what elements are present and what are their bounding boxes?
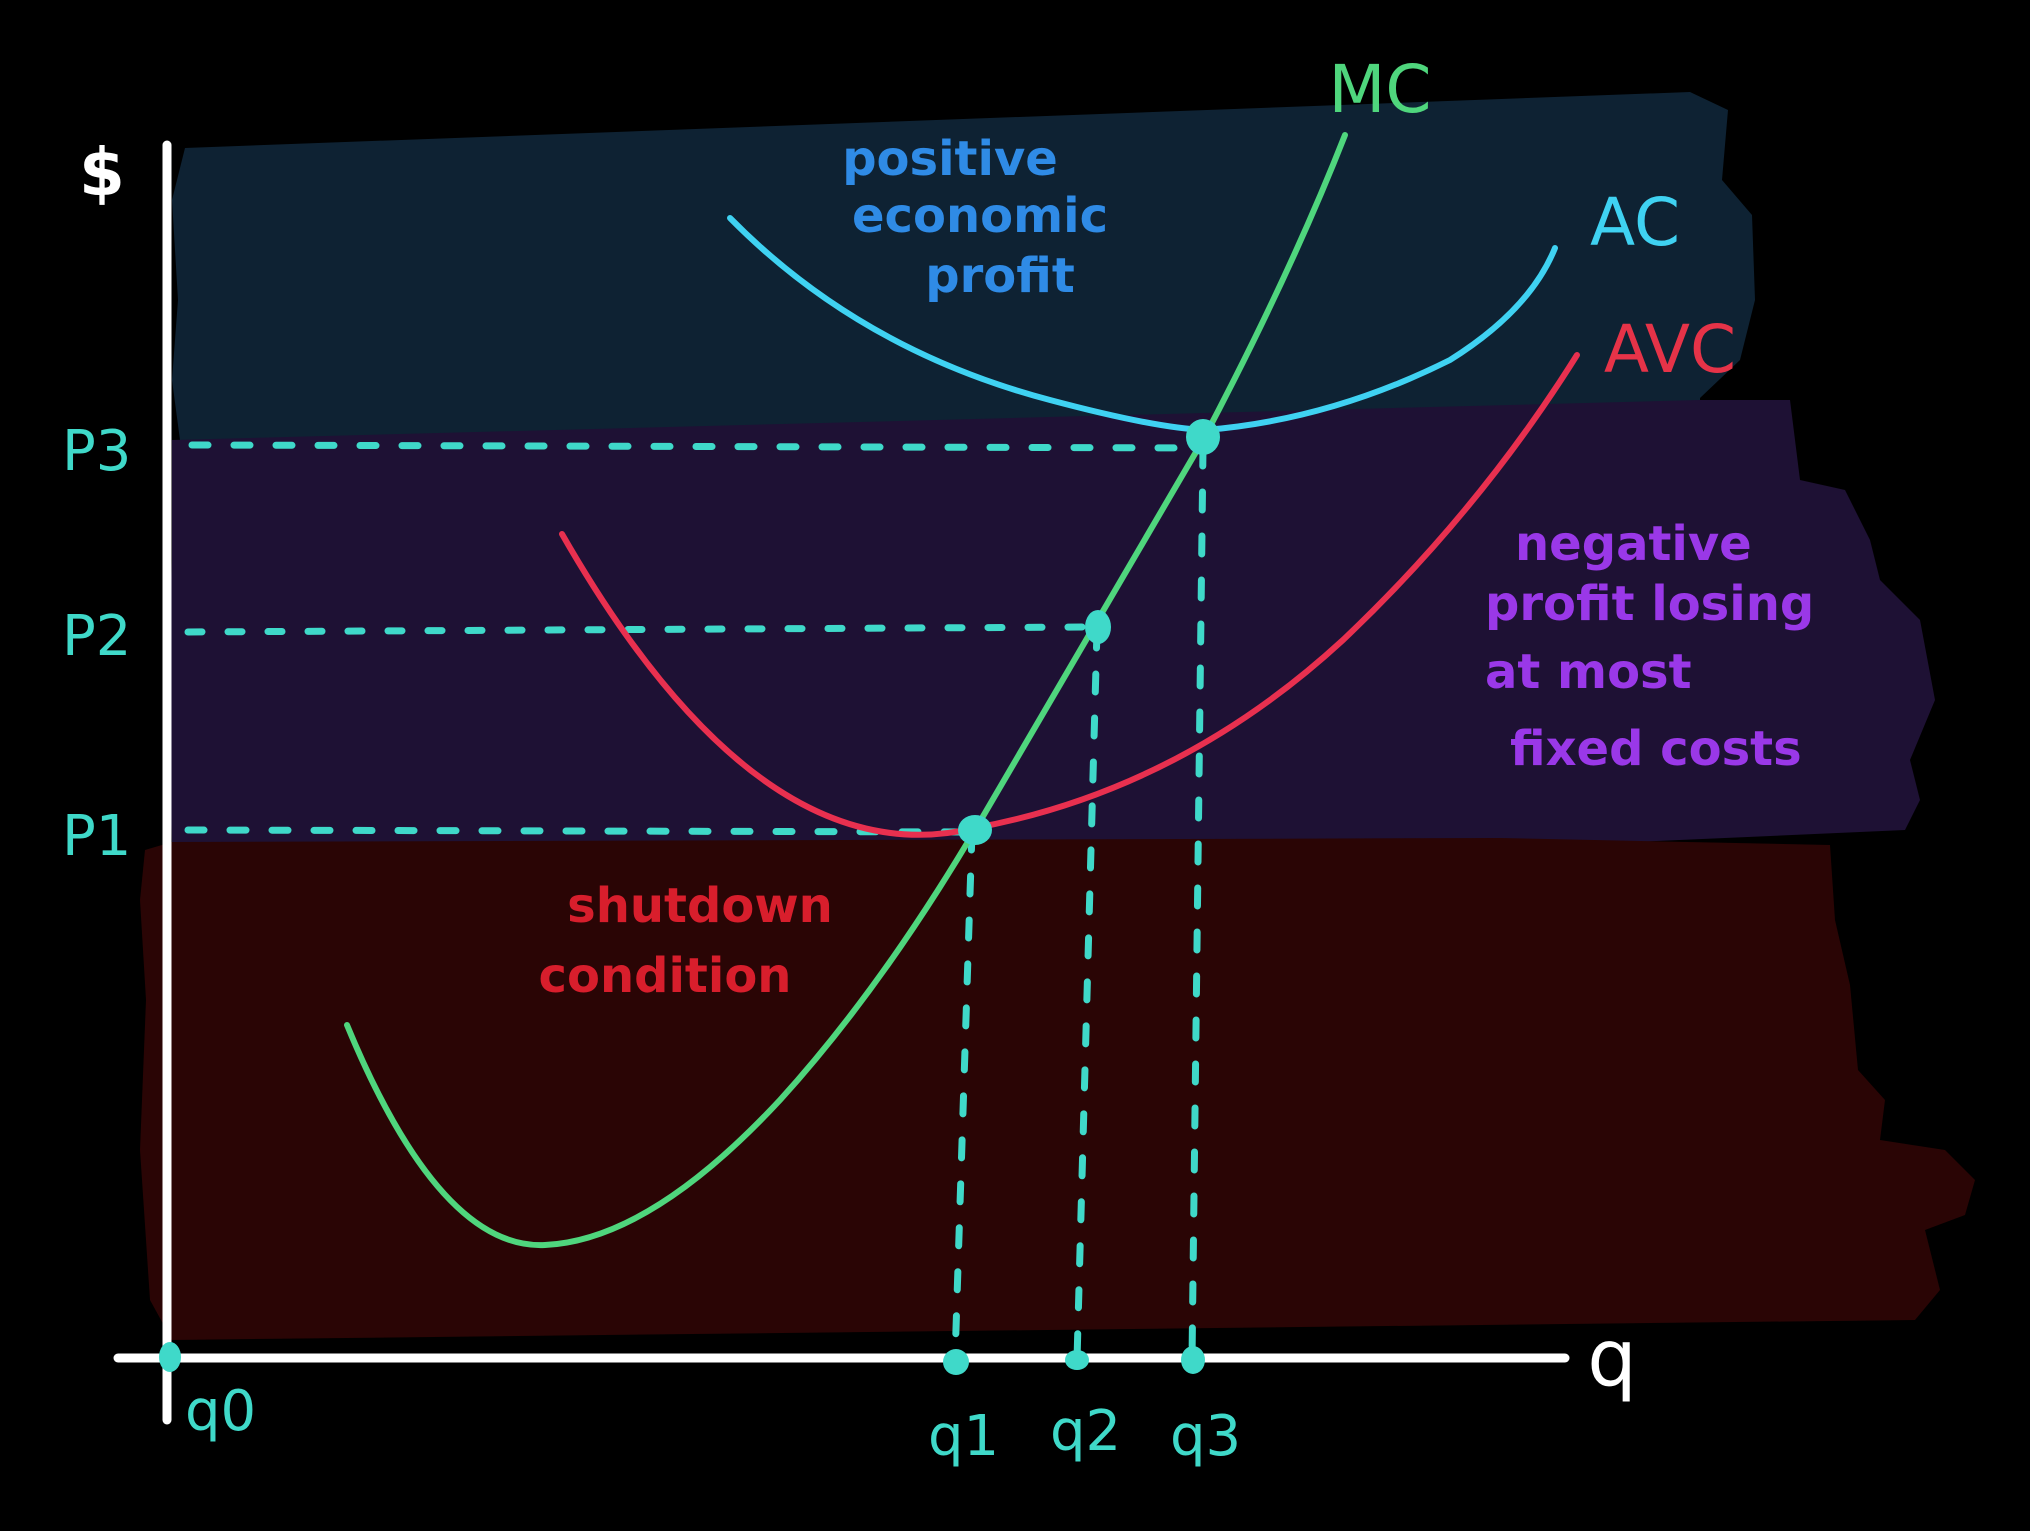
q1-label: q1 xyxy=(928,1404,999,1469)
loss-note-line-1: negative xyxy=(1515,516,1752,572)
profit-note: positive economic profit xyxy=(842,131,1108,304)
shutdown-note-line-1: shutdown xyxy=(567,878,833,934)
loss-note-line-4: fixed costs xyxy=(1510,721,1802,777)
mc-curve xyxy=(344,132,1348,1249)
quantity-tick-labels: q0 q1 q2 q3 xyxy=(185,1379,1241,1469)
avc-curve xyxy=(559,352,1580,838)
p1-label: P1 xyxy=(62,804,131,869)
loss-note-line-3: at most xyxy=(1485,644,1692,700)
p2-label: P2 xyxy=(62,604,131,669)
mc-label: MC xyxy=(1328,51,1431,128)
profit-note-line-1: positive xyxy=(842,131,1058,187)
loss-note-line-2: profit losing xyxy=(1485,576,1814,632)
profit-note-line-3: profit xyxy=(925,248,1075,304)
shutdown-note-line-2: condition xyxy=(539,948,792,1004)
region-bands xyxy=(140,92,1975,1340)
ac-label: AC xyxy=(1590,184,1680,261)
y-axis-label: $ xyxy=(79,134,125,211)
p1-guide-line xyxy=(184,826,979,836)
guide-lines xyxy=(184,441,1207,1364)
q3-guide-line xyxy=(1188,444,1207,1364)
p3-point xyxy=(1186,419,1220,455)
q1-point xyxy=(943,1349,969,1375)
profit-note-line-2: economic xyxy=(852,188,1108,244)
p1-point xyxy=(958,815,992,845)
q2-point xyxy=(1065,1350,1089,1370)
shutdown-note: shutdown condition xyxy=(539,878,833,1004)
q0-point xyxy=(159,1342,181,1372)
price-tick-labels: P3 P2 P1 xyxy=(62,419,131,869)
avc-label: AVC xyxy=(1604,311,1736,388)
p3-guide-line xyxy=(188,441,1199,452)
profit-region-band xyxy=(172,92,1755,440)
q3-label: q3 xyxy=(1170,1404,1241,1469)
intersection-points xyxy=(159,419,1220,1375)
shutdown-region-band xyxy=(140,838,1975,1340)
x-axis-label: q xyxy=(1587,1314,1637,1404)
q3-point xyxy=(1181,1346,1205,1374)
q2-label: q2 xyxy=(1050,1399,1121,1464)
p2-point xyxy=(1085,610,1111,644)
p3-label: P3 xyxy=(62,419,131,484)
q1-guide-line xyxy=(951,828,976,1364)
loss-note: negative profit losing at most fixed cos… xyxy=(1485,516,1814,777)
loss-region-band xyxy=(168,400,1935,848)
p2-guide-line xyxy=(184,623,1094,636)
axes xyxy=(113,140,1570,1425)
q0-label: q0 xyxy=(185,1379,256,1444)
q2-guide-line xyxy=(1073,626,1101,1364)
